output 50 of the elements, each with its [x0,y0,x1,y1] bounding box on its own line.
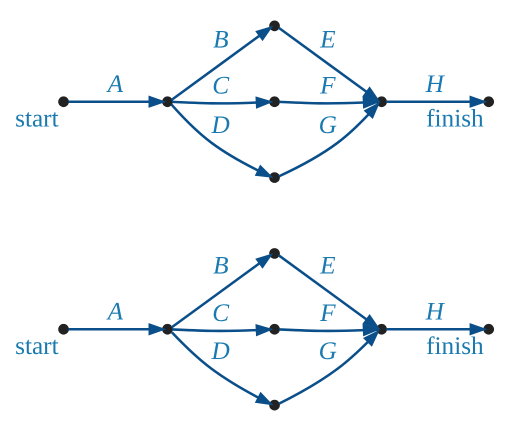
node-circle [269,96,280,108]
node-circle [269,172,280,183]
node-circle [376,96,387,108]
arrow [278,26,380,102]
arrow [278,254,380,330]
edge-label: B [213,26,229,54]
node-circle [269,20,280,32]
arrow [171,332,274,406]
node-circle [162,324,173,335]
arrow [68,323,166,336]
edge-label: E [320,252,336,280]
arrow [172,324,274,336]
node-label: finish [426,332,484,360]
edge-label: H [426,70,444,98]
arrow [170,104,274,178]
arrow [278,330,380,405]
edge-label: E [320,26,336,54]
node-circle [269,400,280,410]
edge-label: A [108,297,124,326]
arrow [278,102,380,178]
edge-label: D [212,336,230,365]
edge-label: B [213,252,229,280]
edge-label: F [320,72,336,100]
arrow [170,253,274,328]
node-label: start [15,104,59,132]
edge-label: A [108,70,124,98]
arrow [170,26,274,101]
node-label: finish [426,104,484,132]
edge-label: D [212,111,230,140]
node-circle [58,324,69,335]
edge-label: G [318,336,337,365]
node-circle [483,96,494,108]
node-circle [58,96,69,108]
node-circle [376,324,387,335]
edge-label: H [426,297,444,326]
edge-label: C [212,299,230,328]
node-label: start [15,332,59,360]
edge-label: C [212,72,230,100]
arrow [172,96,274,109]
arrow [386,96,488,108]
node-circle [269,324,280,335]
node-circle [162,96,173,108]
arrow [68,96,166,108]
arrow [386,323,488,336]
arrow [279,324,381,336]
node-circle [269,248,280,259]
edge-label: G [318,111,337,140]
node-circle [483,324,494,335]
arrow [279,96,381,109]
edge-label: F [320,299,336,328]
